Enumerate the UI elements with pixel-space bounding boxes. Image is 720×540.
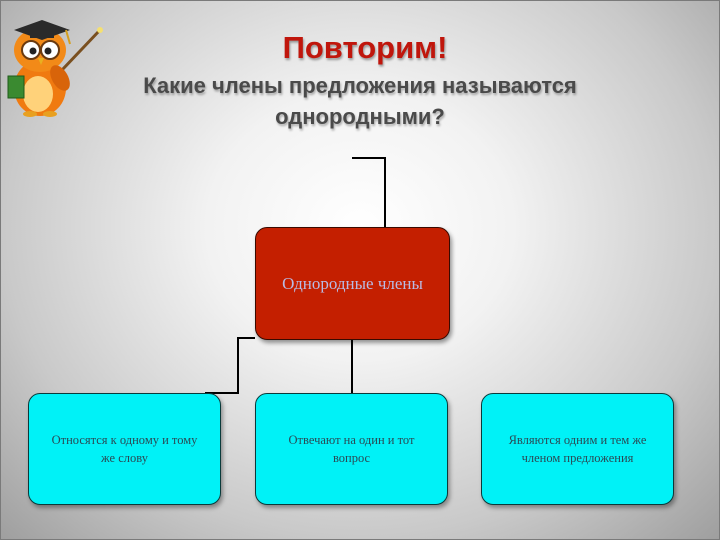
subtitle-line-1: Какие члены предложения называются xyxy=(143,73,577,98)
child-node-3-label: Являются одним и тем же членом предложен… xyxy=(508,433,647,465)
diagram-center-node: Однородные члены xyxy=(255,227,450,340)
owl-teacher-icon xyxy=(7,20,103,117)
connector-left xyxy=(205,337,255,394)
subtitle-line-2: однородными? xyxy=(275,104,445,129)
diagram-child-node-2: Отвечают на один и тот вопрос xyxy=(255,393,448,505)
diagram-child-node-3: Являются одним и тем же членом предложен… xyxy=(481,393,674,505)
diagram-child-node-1: Относятся к одному и тому же слову xyxy=(28,393,221,505)
child-node-2-label: Отвечают на один и тот вопрос xyxy=(288,433,415,465)
center-node-label: Однородные члены xyxy=(282,273,423,293)
connector-top xyxy=(352,157,386,227)
slide-title: Повторим! xyxy=(282,30,448,65)
slide-subtitle: Какие члены предложения называются однор… xyxy=(60,70,660,132)
child-node-1-label: Относятся к одному и тому же слову xyxy=(51,433,198,465)
